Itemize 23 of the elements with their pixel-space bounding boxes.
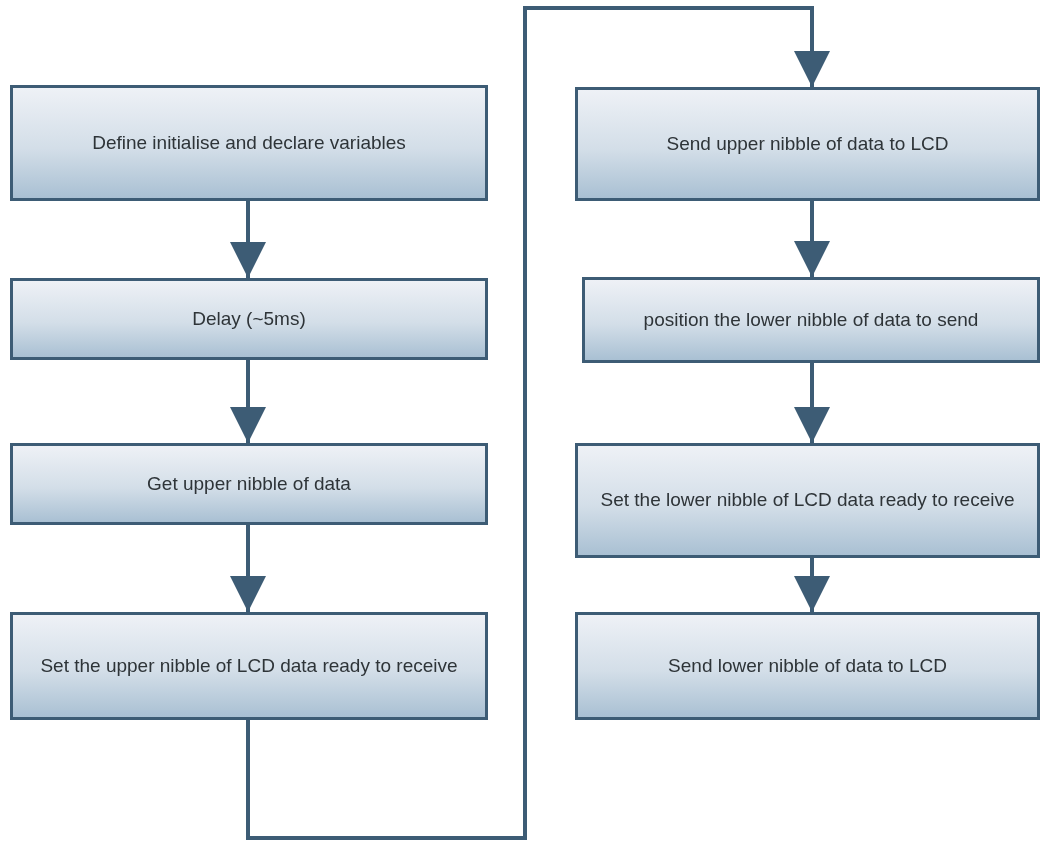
arrow <box>794 201 830 277</box>
process-box <box>10 278 488 360</box>
process-label: Send upper nibble of data to LCD <box>666 131 949 156</box>
arrow <box>230 201 266 278</box>
process-box <box>10 85 488 201</box>
process-label: Delay (~5ms) <box>192 306 306 331</box>
process-box <box>575 87 1040 201</box>
process-label: Set the lower nibble of LCD data ready to receive <box>600 488 1015 513</box>
process-label: Send lower nibble of data to LCD <box>668 653 947 678</box>
arrow <box>794 558 830 612</box>
process-label: Define initialise and declare variables <box>92 130 406 155</box>
arrow <box>246 6 830 840</box>
process-box <box>10 443 488 525</box>
process-label: position the lower nibble of data to send <box>643 307 979 332</box>
process-box <box>575 443 1040 558</box>
process-box <box>582 277 1040 363</box>
arrow <box>230 360 266 443</box>
process-box <box>575 612 1040 720</box>
arrow <box>794 363 830 443</box>
arrow <box>230 525 266 612</box>
process-label: Get upper nibble of data <box>147 471 351 496</box>
process-box <box>10 612 488 720</box>
process-label: Set the upper nibble of LCD data ready to receive <box>40 653 458 678</box>
